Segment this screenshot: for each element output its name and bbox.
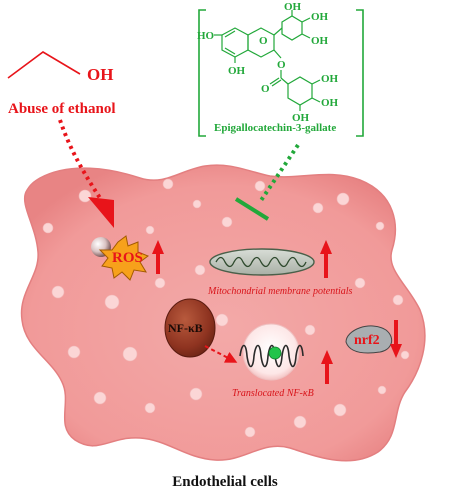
mito-up-arrow: [320, 240, 332, 278]
ros-label: ROS: [112, 250, 143, 266]
nrf2-group: nrf2: [345, 320, 402, 358]
egcg-ho-left: HO: [197, 30, 215, 42]
ethanol-oh-label: OH: [87, 65, 113, 84]
egcg-oh-top2: OH: [311, 11, 329, 23]
egcg-gallate-oh2: OH: [321, 97, 339, 109]
cell-title: Endothelial cells: [172, 474, 278, 490]
egcg-atom-labels: HO OH OH OH OH O O O OH OH OH: [197, 1, 339, 124]
mitochondrion: [209, 240, 332, 278]
egcg-gallate-oh1: OH: [321, 73, 339, 85]
translocation-bubble: [239, 323, 333, 384]
cell-vesicles: [42, 178, 410, 438]
egcg-structure: [214, 10, 321, 111]
nfkb-group: NF-κB: [164, 298, 238, 363]
egcg-name: Epigallocatechin-3-gallate: [214, 122, 336, 134]
endothelial-cell: [20, 164, 426, 462]
cell-membrane: [20, 164, 426, 462]
ethanol-arrow: [58, 119, 114, 228]
ros-up-arrow: [152, 240, 164, 274]
nrf2-label: nrf2: [354, 333, 380, 348]
egcg-oh-ring: OH: [311, 35, 329, 47]
egcg-inhibition-arrow: [234, 143, 300, 221]
nrf2-down-arrow: [390, 320, 402, 358]
egcg-ring-b: [281, 15, 303, 41]
egcg-carbonyl-o: O: [261, 83, 270, 95]
egcg-gallate-ring: [287, 76, 313, 106]
ros-burst: [98, 235, 150, 281]
translocated-up-arrow: [321, 350, 333, 384]
ethanol-bonds: [7, 51, 81, 79]
egcg-gallate-oh3: OH: [292, 112, 310, 124]
nfkb-translocation-arrow: [204, 345, 238, 363]
egcg-oh-bottom: OH: [228, 65, 246, 77]
egcg-bracket: [198, 9, 364, 137]
dna-coil: [239, 344, 304, 368]
nfkb-bound-dot: [268, 346, 282, 360]
egcg-oh-top1: OH: [284, 1, 302, 13]
egcg-ring-a: [221, 27, 249, 58]
nfkb-label: NF-κB: [168, 321, 203, 335]
ros-group: ROS: [91, 235, 164, 281]
egcg-ester-o: O: [277, 59, 286, 71]
translocated-label: Translocated NF-κB: [232, 388, 314, 399]
egcg-ring-o: O: [259, 35, 268, 47]
ethanol-caption: Abuse of ethanol: [8, 101, 116, 117]
mito-label: Mitochondrial membrane potentials: [207, 286, 353, 297]
ethanol-structure: OH: [7, 51, 113, 84]
